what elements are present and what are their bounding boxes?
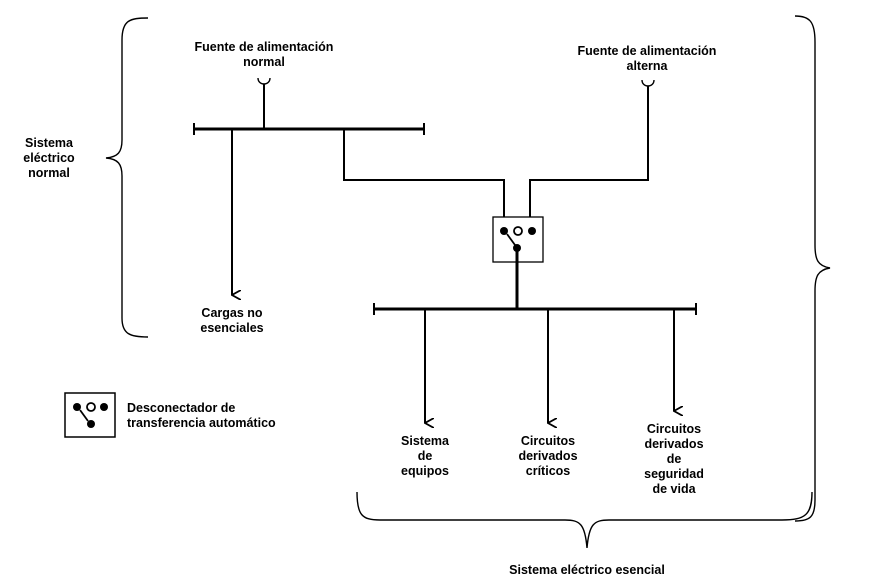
legend-ats-symbol (64, 392, 116, 438)
automatic-transfer-switch (492, 216, 544, 263)
essential-system-bottom-brace (356, 491, 813, 549)
essential-system-label: Sistema eléctrico esencial (509, 563, 665, 577)
normal-source-plug-icon (257, 77, 271, 85)
alternate-source-plug-icon (641, 79, 655, 87)
essential-system-right-brace (794, 15, 831, 522)
alternate-feeder-to-ats (529, 86, 649, 230)
normal-system-brace (105, 17, 149, 338)
normal-feeder-to-ats (343, 129, 505, 230)
